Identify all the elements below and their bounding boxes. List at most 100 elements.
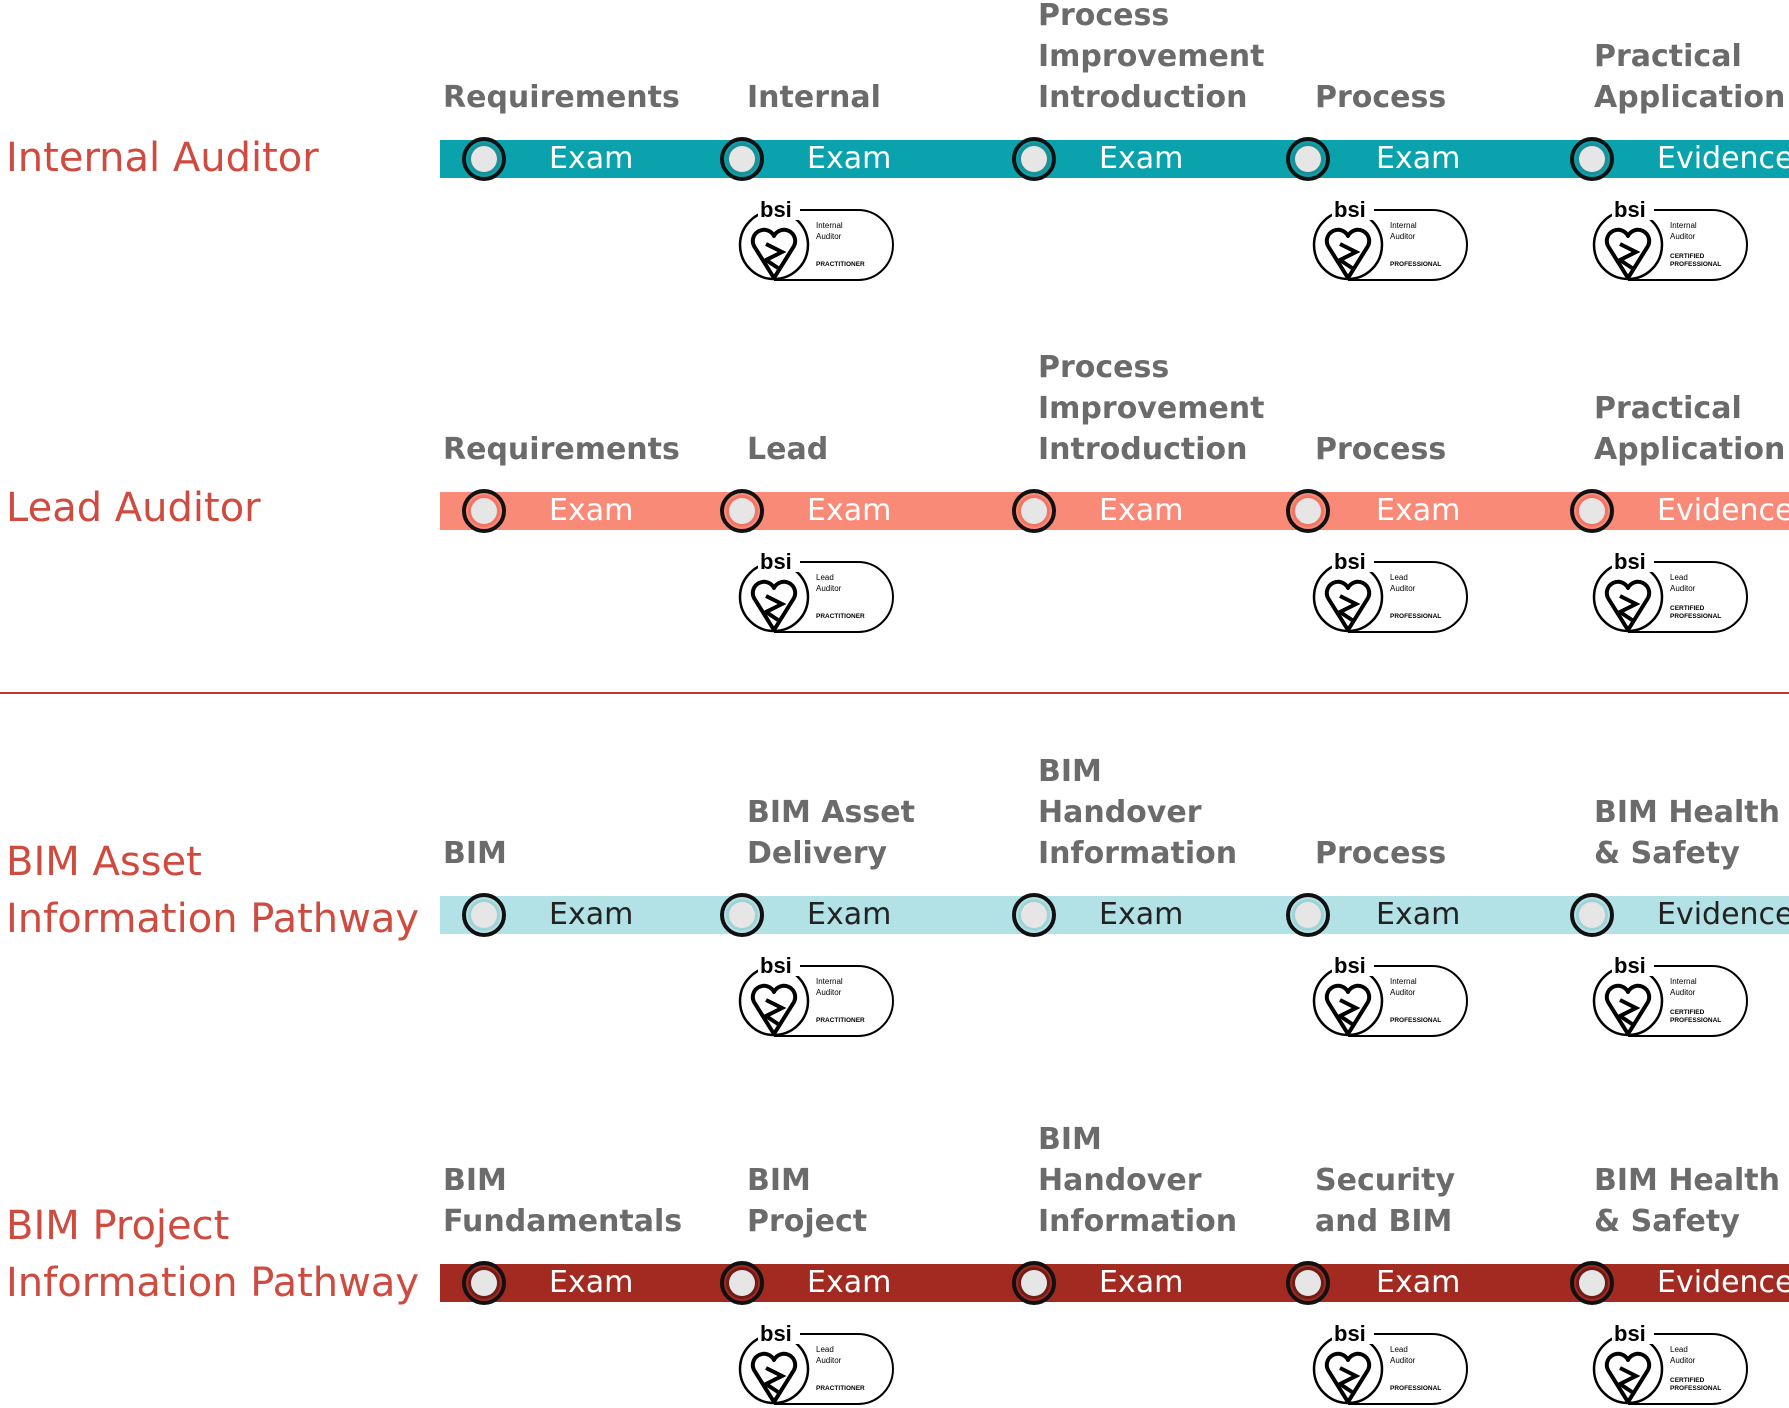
evidence-label: Evidence bbox=[1657, 897, 1789, 932]
badge-level: PROFESSIONAL bbox=[1390, 1385, 1442, 1392]
pathway-track-bim-project bbox=[440, 1264, 1789, 1302]
pathway-title: Information Pathway bbox=[6, 1260, 420, 1306]
kitemark-badge-outline bbox=[738, 200, 894, 281]
exam-label: Exam bbox=[549, 897, 634, 932]
badge-line2: Auditor bbox=[1390, 1356, 1416, 1365]
stage-node-inner bbox=[1295, 498, 1321, 524]
badge-level: PROFESSIONAL bbox=[1390, 1017, 1442, 1024]
stage-node[interactable] bbox=[1570, 137, 1614, 181]
pathway-title: BIM Project bbox=[6, 1203, 230, 1249]
stage-title: BIM Health& Safety bbox=[1594, 792, 1780, 874]
stage-title-line: Process bbox=[1315, 836, 1447, 871]
stage-title-line: BIM Asset bbox=[747, 795, 915, 830]
stage-title-line: BIM bbox=[1038, 754, 1102, 789]
stage-node-inner bbox=[1579, 146, 1605, 172]
badge-line1: Internal bbox=[816, 221, 843, 230]
badge-level: CERTIFIED bbox=[1670, 1009, 1705, 1016]
stage-title-line: and BIM bbox=[1315, 1204, 1453, 1239]
badge-brand: bsi bbox=[760, 197, 792, 222]
stage-title-line: BIM Health bbox=[1594, 795, 1781, 830]
stage-node-inner bbox=[729, 146, 755, 172]
stage-node-inner bbox=[1579, 498, 1605, 524]
kitemark-badge-outline bbox=[1312, 200, 1468, 281]
badge-line1: Lead bbox=[1390, 573, 1408, 582]
exam-label: Exam bbox=[1376, 1265, 1461, 1300]
kitemark-badge-outline bbox=[1312, 1324, 1468, 1405]
badge-brand: bsi bbox=[1334, 549, 1366, 574]
stage-title-line: Practical bbox=[1594, 39, 1742, 74]
stage-node[interactable] bbox=[462, 1261, 506, 1305]
exam-label: Exam bbox=[1099, 141, 1184, 176]
stage-title-line: BIM bbox=[443, 1163, 507, 1198]
stage-title-line: Information bbox=[1038, 1204, 1238, 1239]
badge-line2: Auditor bbox=[1390, 232, 1416, 241]
stage-node[interactable] bbox=[720, 137, 764, 181]
stage-node[interactable] bbox=[720, 489, 764, 533]
stage-title-line: BIM Health bbox=[1594, 1163, 1781, 1198]
stage-node[interactable] bbox=[720, 1261, 764, 1305]
pathway-title: Information Pathway bbox=[6, 896, 420, 942]
stage-title-line: BIM bbox=[1038, 1122, 1102, 1157]
stage-node[interactable] bbox=[1286, 893, 1330, 937]
stage-title-line: BIM bbox=[443, 836, 507, 871]
stage-node[interactable] bbox=[1570, 489, 1614, 533]
stage-node[interactable] bbox=[1286, 489, 1330, 533]
stage-title-line: Introduction bbox=[1038, 432, 1248, 467]
stage-node[interactable] bbox=[1012, 137, 1056, 181]
badge-level: PROFESSIONAL bbox=[1390, 613, 1442, 620]
badge-line1: Lead bbox=[1670, 573, 1688, 582]
badge-line1: Lead bbox=[1670, 1345, 1688, 1354]
badge-line1: Lead bbox=[816, 1345, 834, 1354]
stage-node[interactable] bbox=[1012, 489, 1056, 533]
stage-node[interactable] bbox=[462, 137, 506, 181]
badge-brand: bsi bbox=[760, 549, 792, 574]
stage-node[interactable] bbox=[1570, 893, 1614, 937]
stage-node[interactable] bbox=[1286, 137, 1330, 181]
pathway-title: BIM Asset bbox=[6, 839, 202, 885]
badge-level: PROFESSIONAL bbox=[1670, 1017, 1722, 1024]
stage-node[interactable] bbox=[462, 893, 506, 937]
stage-node-inner bbox=[1021, 1270, 1047, 1296]
badge-line1: Lead bbox=[816, 573, 834, 582]
stage-node[interactable] bbox=[1012, 1261, 1056, 1305]
pathway-track-lead-auditor bbox=[440, 492, 1789, 530]
stage-node-inner bbox=[1295, 902, 1321, 928]
stage-title: BIM bbox=[443, 833, 507, 874]
stage-node[interactable] bbox=[1286, 1261, 1330, 1305]
stage-title-line: Process bbox=[1315, 80, 1447, 115]
stage-title-line: Fundamentals bbox=[443, 1204, 683, 1239]
badge-line1: Internal bbox=[1670, 977, 1697, 986]
stage-node[interactable] bbox=[1570, 1261, 1614, 1305]
stage-title: Process bbox=[1315, 77, 1446, 118]
badge-line2: Auditor bbox=[816, 584, 842, 593]
stage-title-line: Introduction bbox=[1038, 80, 1248, 115]
stage-title-line: Process bbox=[1315, 432, 1447, 467]
badge-brand: bsi bbox=[1614, 1321, 1646, 1346]
stage-node[interactable] bbox=[462, 489, 506, 533]
pathway-track-internal-auditor bbox=[440, 140, 1789, 178]
stage-title-line: Requirements bbox=[443, 80, 680, 115]
stage-node-inner bbox=[729, 1270, 755, 1296]
badge-line2: Auditor bbox=[816, 232, 842, 241]
pathway-title: Lead Auditor bbox=[6, 485, 261, 531]
kitemark-badge-outline bbox=[738, 1324, 894, 1405]
badge-line2: Auditor bbox=[1670, 584, 1696, 593]
stage-node[interactable] bbox=[1012, 893, 1056, 937]
stage-title: Requirements bbox=[443, 429, 680, 470]
stage-title-line: Process bbox=[1038, 0, 1170, 33]
stage-node[interactable] bbox=[720, 893, 764, 937]
exam-label: Exam bbox=[807, 1265, 892, 1300]
